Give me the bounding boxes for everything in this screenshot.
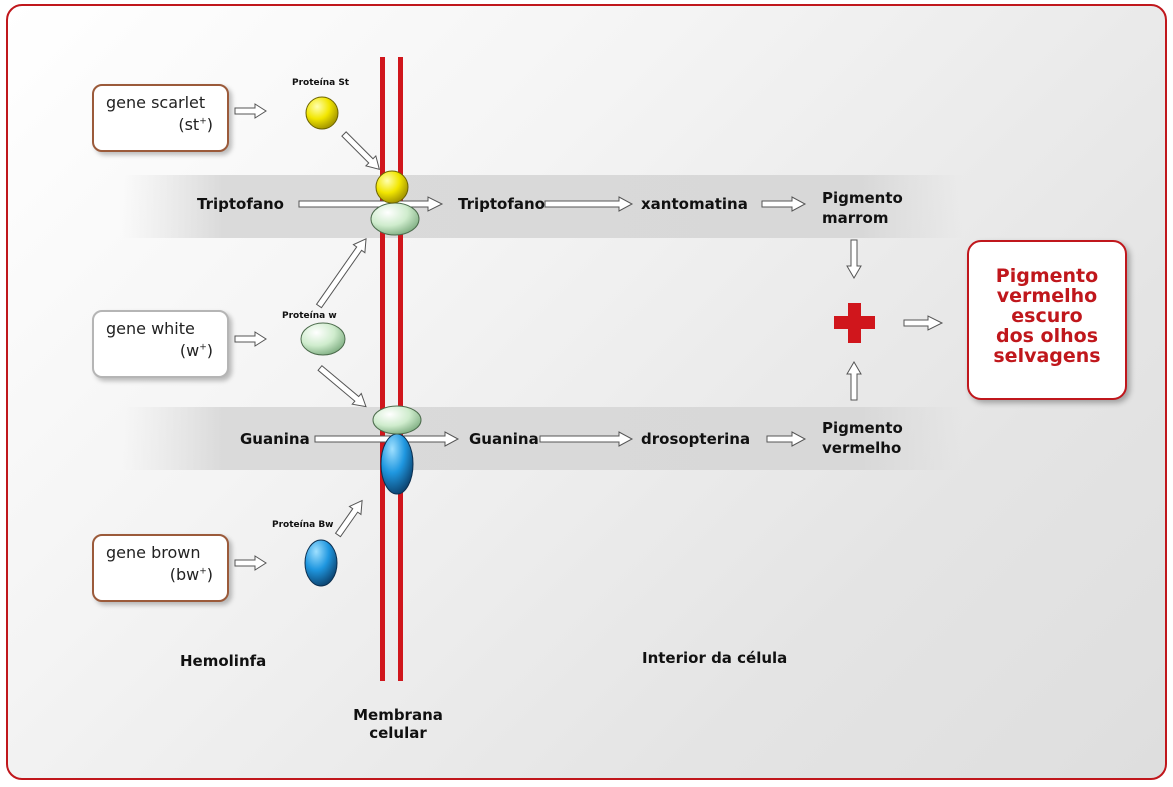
protein-w-membrane-top xyxy=(370,202,420,236)
bottom-inside-label: Guanina xyxy=(469,430,539,448)
gene-box-brown: gene brown (bw+) xyxy=(92,534,229,602)
bottom-input-label: Guanina xyxy=(240,430,310,448)
membrane-label-line1: Membrana xyxy=(353,706,443,724)
membrane-label-line2: celular xyxy=(369,724,427,742)
membrane-line-right xyxy=(398,57,403,681)
result-line: Pigmento xyxy=(995,265,1099,287)
gene-white-allele: (w+) xyxy=(179,341,213,360)
membrane-line-left xyxy=(380,57,385,681)
plus-icon xyxy=(834,303,875,343)
arrow-st-to-membrane xyxy=(341,131,381,171)
result-box: Pigmento vermelho escuro dos olhos selva… xyxy=(967,240,1127,400)
gene-scarlet-allele: (st+) xyxy=(178,115,213,134)
pathway-band-top xyxy=(122,175,962,238)
diagram-canvas xyxy=(122,57,962,681)
bottom-pigment-line1: Pigmento xyxy=(822,419,903,437)
arrow-plus-to-result xyxy=(903,315,944,331)
arrows xyxy=(234,103,944,571)
result-line: dos olhos xyxy=(995,325,1099,347)
arrow-white-to-protein xyxy=(234,331,267,347)
top-input-label: Triptofano xyxy=(197,195,284,213)
arrow-marrom-to-plus xyxy=(846,239,862,279)
protein-bw-membrane xyxy=(380,433,414,495)
bottom-pigment-line2: vermelho xyxy=(822,439,902,457)
top-intermediate-label: xantomatina xyxy=(641,195,748,213)
result-line: escuro xyxy=(1011,305,1083,327)
top-inside-label: Triptofano xyxy=(458,195,545,213)
arrow-drosopterina-to-pigmento xyxy=(766,431,807,447)
arrow-xantomatina-to-pigmento xyxy=(761,196,807,212)
gene-box-white: gene white (w+) xyxy=(92,310,229,378)
protein-w-membrane-bottom xyxy=(372,405,422,435)
diagram-frame: gene scarlet (st+) gene white (w+) gene … xyxy=(6,4,1167,780)
arrow-guanina-import xyxy=(314,431,460,447)
bottom-intermediate-label: drosopterina xyxy=(641,430,751,448)
top-pigment-line1: Pigmento xyxy=(822,189,903,207)
protein-bw-free xyxy=(304,539,338,587)
arrow-triptofano-to-xantomatina xyxy=(544,196,634,212)
arrow-bw-to-membrane xyxy=(334,499,363,538)
arrow-guanina-to-drosopterina xyxy=(539,431,634,447)
arrow-scarlet-to-protein xyxy=(234,103,267,119)
result-line: selvagens xyxy=(993,345,1101,367)
gene-brown-allele: (bw+) xyxy=(169,565,213,584)
protein-st-label: Proteína St xyxy=(292,78,350,88)
arrow-w-to-membrane-top xyxy=(315,238,367,309)
arrow-triptofano-import xyxy=(298,196,444,212)
gene-box-scarlet: gene scarlet (st+) xyxy=(92,84,229,152)
arrow-vermelho-to-plus xyxy=(846,361,862,401)
region-inside-label: Interior da célula xyxy=(642,649,788,667)
region-outside-label: Hemolinfa xyxy=(180,652,267,670)
arrow-w-to-membrane-bottom xyxy=(317,364,367,408)
gene-brown-label: gene brown xyxy=(106,543,201,562)
result-line: vermelho xyxy=(996,285,1098,307)
protein-w-free xyxy=(300,322,346,356)
top-pigment-line2: marrom xyxy=(822,209,889,227)
protein-bw-label: Proteína Bw xyxy=(272,520,334,530)
protein-st-membrane xyxy=(375,170,409,204)
protein-w-label: Proteína w xyxy=(282,311,337,321)
gene-scarlet-label: gene scarlet xyxy=(106,93,206,112)
protein-st-free xyxy=(305,96,339,130)
gene-white-label: gene white xyxy=(106,319,195,338)
arrow-brown-to-protein xyxy=(234,555,267,571)
